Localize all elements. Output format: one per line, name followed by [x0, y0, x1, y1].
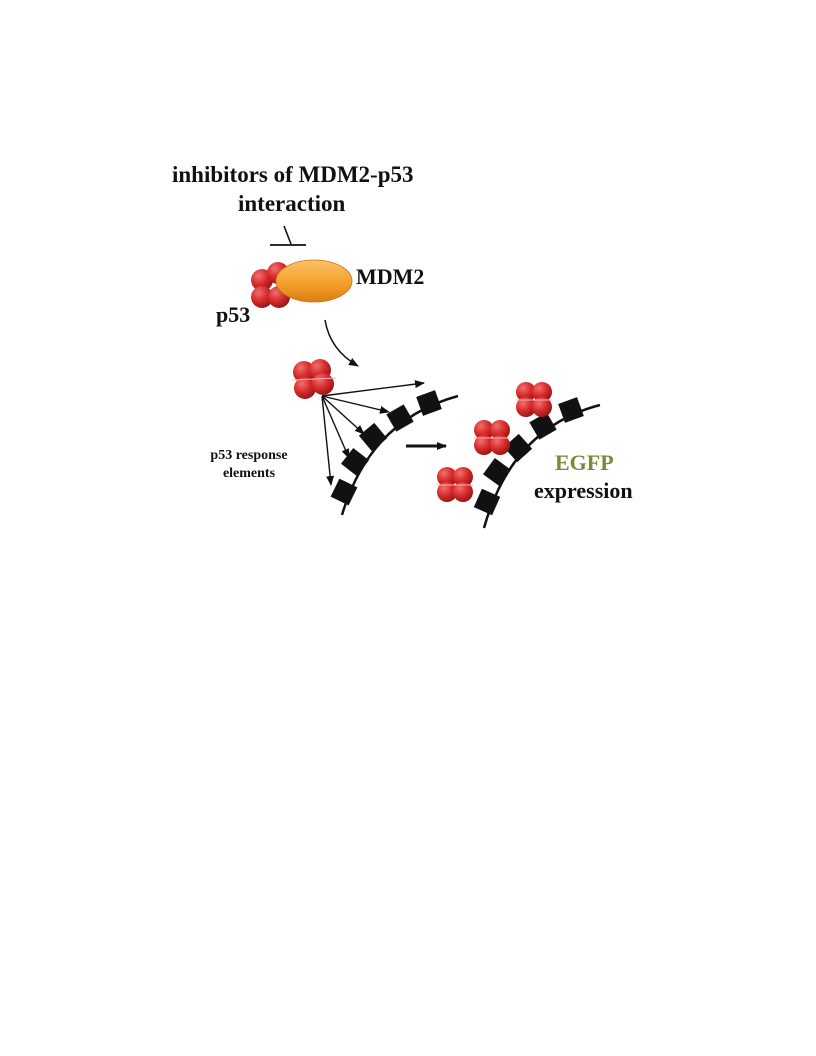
mdm2-ellipse — [275, 259, 353, 303]
title-line-1: inhibitors of MDM2-p53 — [172, 162, 414, 187]
title-line-2: interaction — [238, 191, 346, 216]
inhibition-symbol — [270, 225, 306, 246]
dna-strand-right — [473, 397, 601, 529]
response-line-2: elements — [222, 466, 276, 481]
binding-arrows — [321, 380, 425, 486]
p53-cluster-bound-2 — [473, 419, 511, 456]
p53-label: p53 — [216, 302, 251, 327]
response-line-1: p53 response — [210, 448, 288, 463]
p53-cluster-bound-3 — [436, 466, 474, 503]
expression-label: expression — [534, 478, 633, 503]
p53-cluster-free — [291, 359, 337, 399]
response-elements-label: p53 response elements — [198, 447, 300, 483]
mdm2-label: MDM2 — [356, 264, 425, 289]
egfp-label: EGFP — [555, 450, 614, 475]
release-arrow — [324, 319, 359, 367]
dna-strand-left — [330, 390, 459, 516]
p53-cluster-bound-1 — [515, 381, 553, 418]
